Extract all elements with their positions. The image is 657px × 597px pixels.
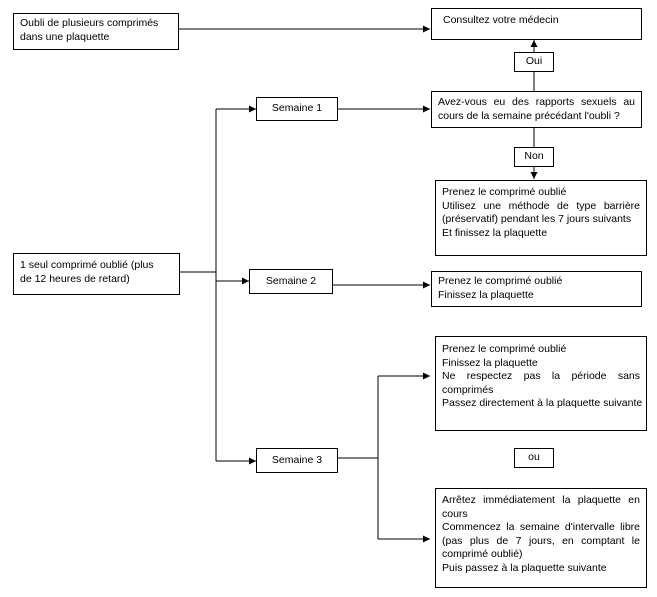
consult-doctor-box: Consultez votre médecin: [431, 8, 642, 40]
action-line: Finissez la plaquette: [438, 288, 534, 301]
week2-label: Semaine 2: [265, 274, 317, 287]
question-box: Avez-vous eu des rapports sexuels au cou…: [431, 91, 642, 128]
question-line: cours de la semaine précédant l'oubli ?: [438, 109, 620, 122]
action-line: Finissez la plaquette: [442, 356, 538, 369]
week3-option-b-box: Arrêtez immédiatement la plaquette en co…: [435, 488, 647, 588]
question-line: Avez-vous eu des rapports sexuels au: [438, 96, 635, 108]
no-label-box: Non: [514, 147, 554, 167]
action-line: cours: [442, 507, 468, 520]
consult-doctor-text: Consultez votre médecin: [443, 14, 559, 26]
multiple-missed-box: Oubli de plusieurs comprimés dans une pl…: [13, 13, 179, 50]
week1-box: Semaine 1: [256, 97, 338, 121]
action-line: (pas plus de 7 jours, en comptant le: [442, 534, 640, 547]
action-line: comprimés: [442, 383, 494, 396]
or-label-box: ou: [514, 448, 554, 468]
box-text-line: Oubli de plusieurs comprimés: [20, 17, 159, 29]
no-label: Non: [524, 150, 544, 163]
single-missed-box: 1 seul comprimé oublié (plus de 12 heure…: [13, 253, 180, 295]
box-text-line: dans une plaquette: [20, 30, 110, 43]
yes-label-box: Oui: [514, 52, 554, 72]
action-line: Arrêtez immédiatement la plaquette en: [442, 494, 640, 506]
week3-label: Semaine 3: [271, 453, 323, 466]
action-line: Prenez le comprimé oublié: [442, 343, 567, 355]
action-line: Ne respectez pas la période sans: [442, 370, 640, 382]
action-line: Prenez le comprimé oublié: [442, 186, 567, 198]
box-text-line: de 12 heures de retard): [20, 272, 130, 285]
action-line: Puis passez à la plaquette suivante: [442, 561, 607, 574]
action-line: Et finissez la plaquette: [442, 226, 548, 239]
week2-box: Semaine 2: [249, 269, 333, 294]
week1-actions-box: Prenez le comprimé oublié Utilisez une m…: [435, 180, 647, 256]
week1-label: Semaine 1: [271, 102, 323, 115]
week2-actions-box: Prenez le comprimé oublié Finissez la pl…: [431, 271, 642, 307]
week3-option-a-box: Prenez le comprimé oublié Finissez la pl…: [435, 336, 647, 431]
action-line: (préservatif) pendant les 7 jours suivan…: [442, 213, 632, 225]
action-line: Passez directement à la plaquette suivan…: [442, 397, 643, 409]
or-label: ou: [528, 451, 540, 464]
action-line: Commencez la semaine d'intervalle libre: [442, 521, 640, 533]
action-line: comprimé oublié): [442, 548, 523, 560]
week3-box: Semaine 3: [256, 448, 338, 473]
yes-label: Oui: [525, 55, 543, 68]
action-line: Utilisez une méthode de type barrière: [442, 199, 640, 212]
box-text-line: 1 seul comprimé oublié (plus: [20, 259, 154, 271]
action-line: Prenez le comprimé oublié: [438, 275, 563, 287]
